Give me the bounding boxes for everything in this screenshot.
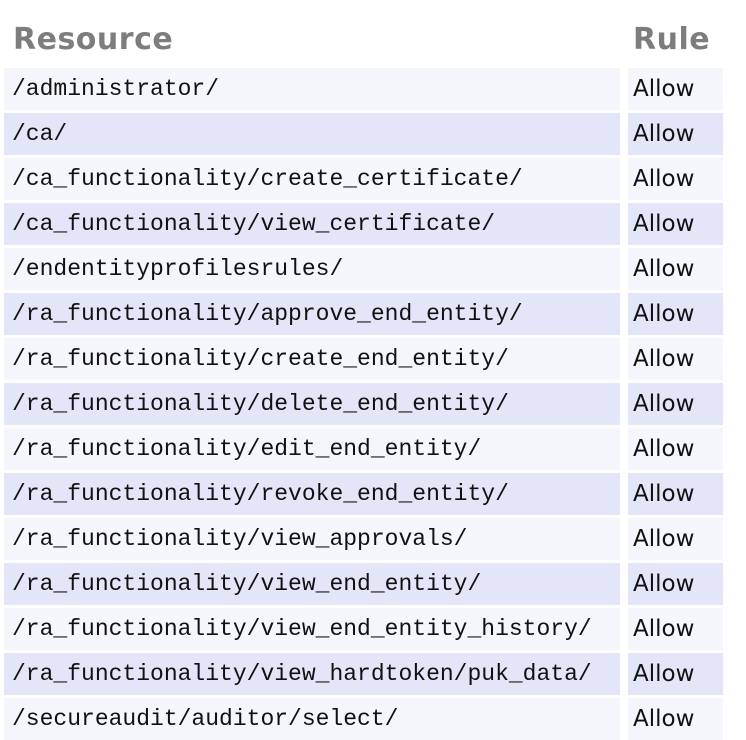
table-row: /secureaudit/auditor/select/ Allow <box>4 698 723 740</box>
rule-cell: Allow <box>628 203 723 245</box>
table-row: /ra_functionality/revoke_end_entity/ All… <box>4 473 723 515</box>
resource-cell: /ra_functionality/view_end_entity_histor… <box>4 608 620 650</box>
resource-cell: /ra_functionality/view_hardtoken/puk_dat… <box>4 653 620 695</box>
table-row: /ra_functionality/create_end_entity/ All… <box>4 338 723 380</box>
rule-cell: Allow <box>628 563 723 605</box>
rule-cell: Allow <box>628 68 723 110</box>
resource-cell: /ca_functionality/create_certificate/ <box>4 158 620 200</box>
table-row: /administrator/ Allow <box>4 68 723 110</box>
resource-cell: /administrator/ <box>4 68 620 110</box>
table-row: /ca_functionality/view_certificate/ Allo… <box>4 203 723 245</box>
table-row: /ra_functionality/view_approvals/ Allow <box>4 518 723 560</box>
rule-cell: Allow <box>628 518 723 560</box>
rule-column-header: Rule <box>633 21 711 57</box>
resource-cell: /endentityprofilesrules/ <box>4 248 620 290</box>
rule-cell: Allow <box>628 473 723 515</box>
resource-cell: /ra_functionality/revoke_end_entity/ <box>4 473 620 515</box>
table-row: /ca/ Allow <box>4 113 723 155</box>
resource-column-header: Resource <box>13 21 174 57</box>
access-rules-table: Resource Rule /administrator/ Allow /ca/… <box>4 0 723 740</box>
rule-cell: Allow <box>628 338 723 380</box>
rule-cell: Allow <box>628 293 723 335</box>
table-row: /ra_functionality/approve_end_entity/ Al… <box>4 293 723 335</box>
resource-cell: /ra_functionality/create_end_entity/ <box>4 338 620 380</box>
table-body: /administrator/ Allow /ca/ Allow /ca_fun… <box>4 68 723 740</box>
table-header-row: Resource Rule <box>4 0 723 68</box>
rule-cell: Allow <box>628 383 723 425</box>
rule-cell: Allow <box>628 653 723 695</box>
rule-cell: Allow <box>628 608 723 650</box>
table-row: /ra_functionality/edit_end_entity/ Allow <box>4 428 723 470</box>
table-row: /ra_functionality/view_end_entity/ Allow <box>4 563 723 605</box>
table-row: /ra_functionality/delete_end_entity/ All… <box>4 383 723 425</box>
rule-cell: Allow <box>628 428 723 470</box>
resource-cell: /secureaudit/auditor/select/ <box>4 698 620 740</box>
resource-cell: /ra_functionality/view_end_entity/ <box>4 563 620 605</box>
resource-cell: /ra_functionality/view_approvals/ <box>4 518 620 560</box>
rule-cell: Allow <box>628 248 723 290</box>
table-row: /ra_functionality/view_hardtoken/puk_dat… <box>4 653 723 695</box>
rule-cell: Allow <box>628 158 723 200</box>
resource-cell: /ca_functionality/view_certificate/ <box>4 203 620 245</box>
resource-cell: /ra_functionality/approve_end_entity/ <box>4 293 620 335</box>
table-row: /ca_functionality/create_certificate/ Al… <box>4 158 723 200</box>
table-row: /endentityprofilesrules/ Allow <box>4 248 723 290</box>
rule-cell: Allow <box>628 698 723 740</box>
rule-cell: Allow <box>628 113 723 155</box>
resource-cell: /ra_functionality/edit_end_entity/ <box>4 428 620 470</box>
resource-cell: /ra_functionality/delete_end_entity/ <box>4 383 620 425</box>
table-row: /ra_functionality/view_end_entity_histor… <box>4 608 723 650</box>
resource-cell: /ca/ <box>4 113 620 155</box>
